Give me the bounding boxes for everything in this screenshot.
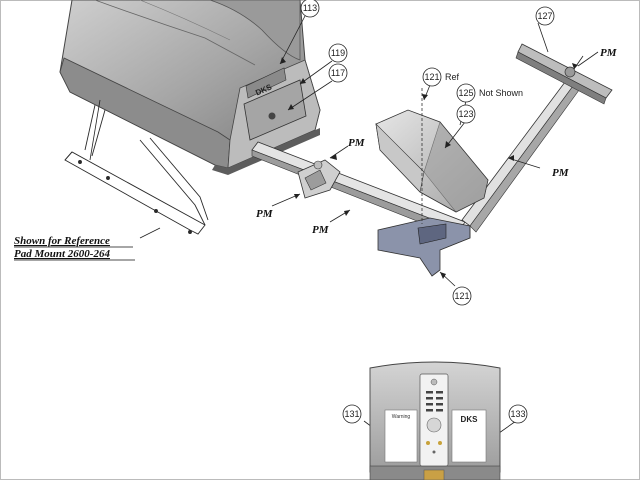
callout-119: 119 <box>328 43 348 63</box>
svg-text:125: 125 <box>458 88 473 98</box>
callout-131: 131 <box>342 404 362 424</box>
secondary-arm <box>461 77 583 233</box>
svg-text:Ref: Ref <box>445 72 460 82</box>
svg-text:131: 131 <box>344 409 359 419</box>
bracket-bolt-icon <box>564 66 576 78</box>
pad-mount-outline <box>64 104 209 235</box>
callout-117: 117 <box>328 63 348 83</box>
svg-text:121: 121 <box>424 72 439 82</box>
arm-cover <box>375 109 489 213</box>
pm-label-arm: PM <box>552 167 570 179</box>
mounting-bracket <box>377 217 471 277</box>
front-panel-view: Warning DKS <box>369 361 501 480</box>
svg-text:119: 119 <box>331 48 345 58</box>
callout-125: 125 Not Shown <box>456 83 523 103</box>
svg-text:121: 121 <box>454 291 469 301</box>
svg-text:123: 123 <box>458 109 473 119</box>
logo-panel <box>451 409 487 463</box>
key-lock-icon <box>268 112 276 120</box>
callout-113: 113 <box>300 0 320 18</box>
pm-label-top-right: PM <box>600 47 618 59</box>
pm-top-right-leader <box>577 51 599 67</box>
pm-label-bracket: PM <box>348 137 366 149</box>
svg-text:Shown for Reference: Shown for Reference <box>14 235 110 247</box>
svg-text:Not Shown: Not Shown <box>479 88 523 98</box>
svg-text:Pad Mount 2600-264: Pad Mount 2600-264 <box>14 248 110 260</box>
warning-panel <box>384 409 418 463</box>
operator-housing: DKS <box>59 0 321 175</box>
svg-text:117: 117 <box>331 68 345 78</box>
leader-arrowheads <box>280 57 578 279</box>
keyswitch-icon <box>426 417 442 433</box>
led-indicators <box>426 391 443 412</box>
svg-text:127: 127 <box>537 11 552 21</box>
callout-127: 127 <box>535 6 555 26</box>
arm-clamp-bracket <box>297 159 341 199</box>
panel-logo: DKS <box>461 415 479 424</box>
warning-panel-text: Warning <box>392 414 411 420</box>
callout-121-ref: 121 Ref <box>422 67 460 87</box>
callout-133: 133 <box>508 404 528 424</box>
gate-bracket <box>515 43 613 105</box>
pm-label-left: PM <box>256 208 274 220</box>
reference-caption: Shown for Reference Pad Mount 2600-264 <box>14 235 135 261</box>
indicator-icon <box>430 378 438 386</box>
callout-123: 123 <box>456 104 476 124</box>
callout-121: 121 <box>452 286 472 306</box>
pm-label-lower: PM <box>312 224 330 236</box>
svg-text:133: 133 <box>510 409 525 419</box>
svg-text:113: 113 <box>303 3 317 13</box>
